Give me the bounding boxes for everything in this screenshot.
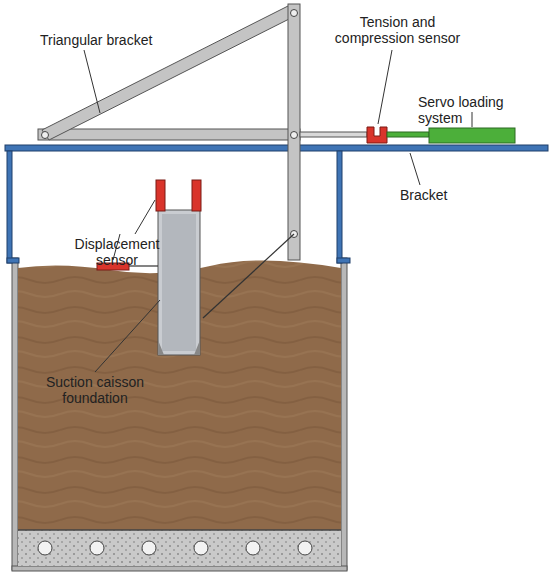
part-label: Suction caisson foundation — [20, 374, 170, 406]
loading-arm — [288, 4, 300, 260]
tank-wall — [12, 258, 18, 570]
displacement-sensor — [192, 180, 201, 211]
suction-caisson — [158, 210, 200, 355]
displacement-sensor — [156, 180, 165, 211]
gravel-layer — [18, 530, 341, 566]
leader-lines — [84, 50, 472, 372]
part-label: Bracket — [400, 187, 480, 203]
loading-cable — [203, 234, 294, 318]
bracket-plate — [5, 145, 548, 151]
part-label: Displacement sensor — [62, 236, 172, 268]
part-label: Tension and compression sensor — [330, 14, 465, 46]
bracket-leg — [7, 151, 12, 263]
tank-floor — [12, 566, 347, 571]
triangular-bracket — [42, 5, 297, 140]
part-label: Triangular bracket — [40, 32, 190, 48]
part-label: Servo loading system — [418, 94, 546, 126]
drain-pipes — [38, 541, 312, 555]
servo-actuator — [429, 128, 515, 143]
tank-wall — [341, 258, 347, 570]
triangular-bracket — [38, 129, 300, 140]
force-sensor — [367, 127, 387, 143]
bracket-leg — [337, 151, 342, 263]
